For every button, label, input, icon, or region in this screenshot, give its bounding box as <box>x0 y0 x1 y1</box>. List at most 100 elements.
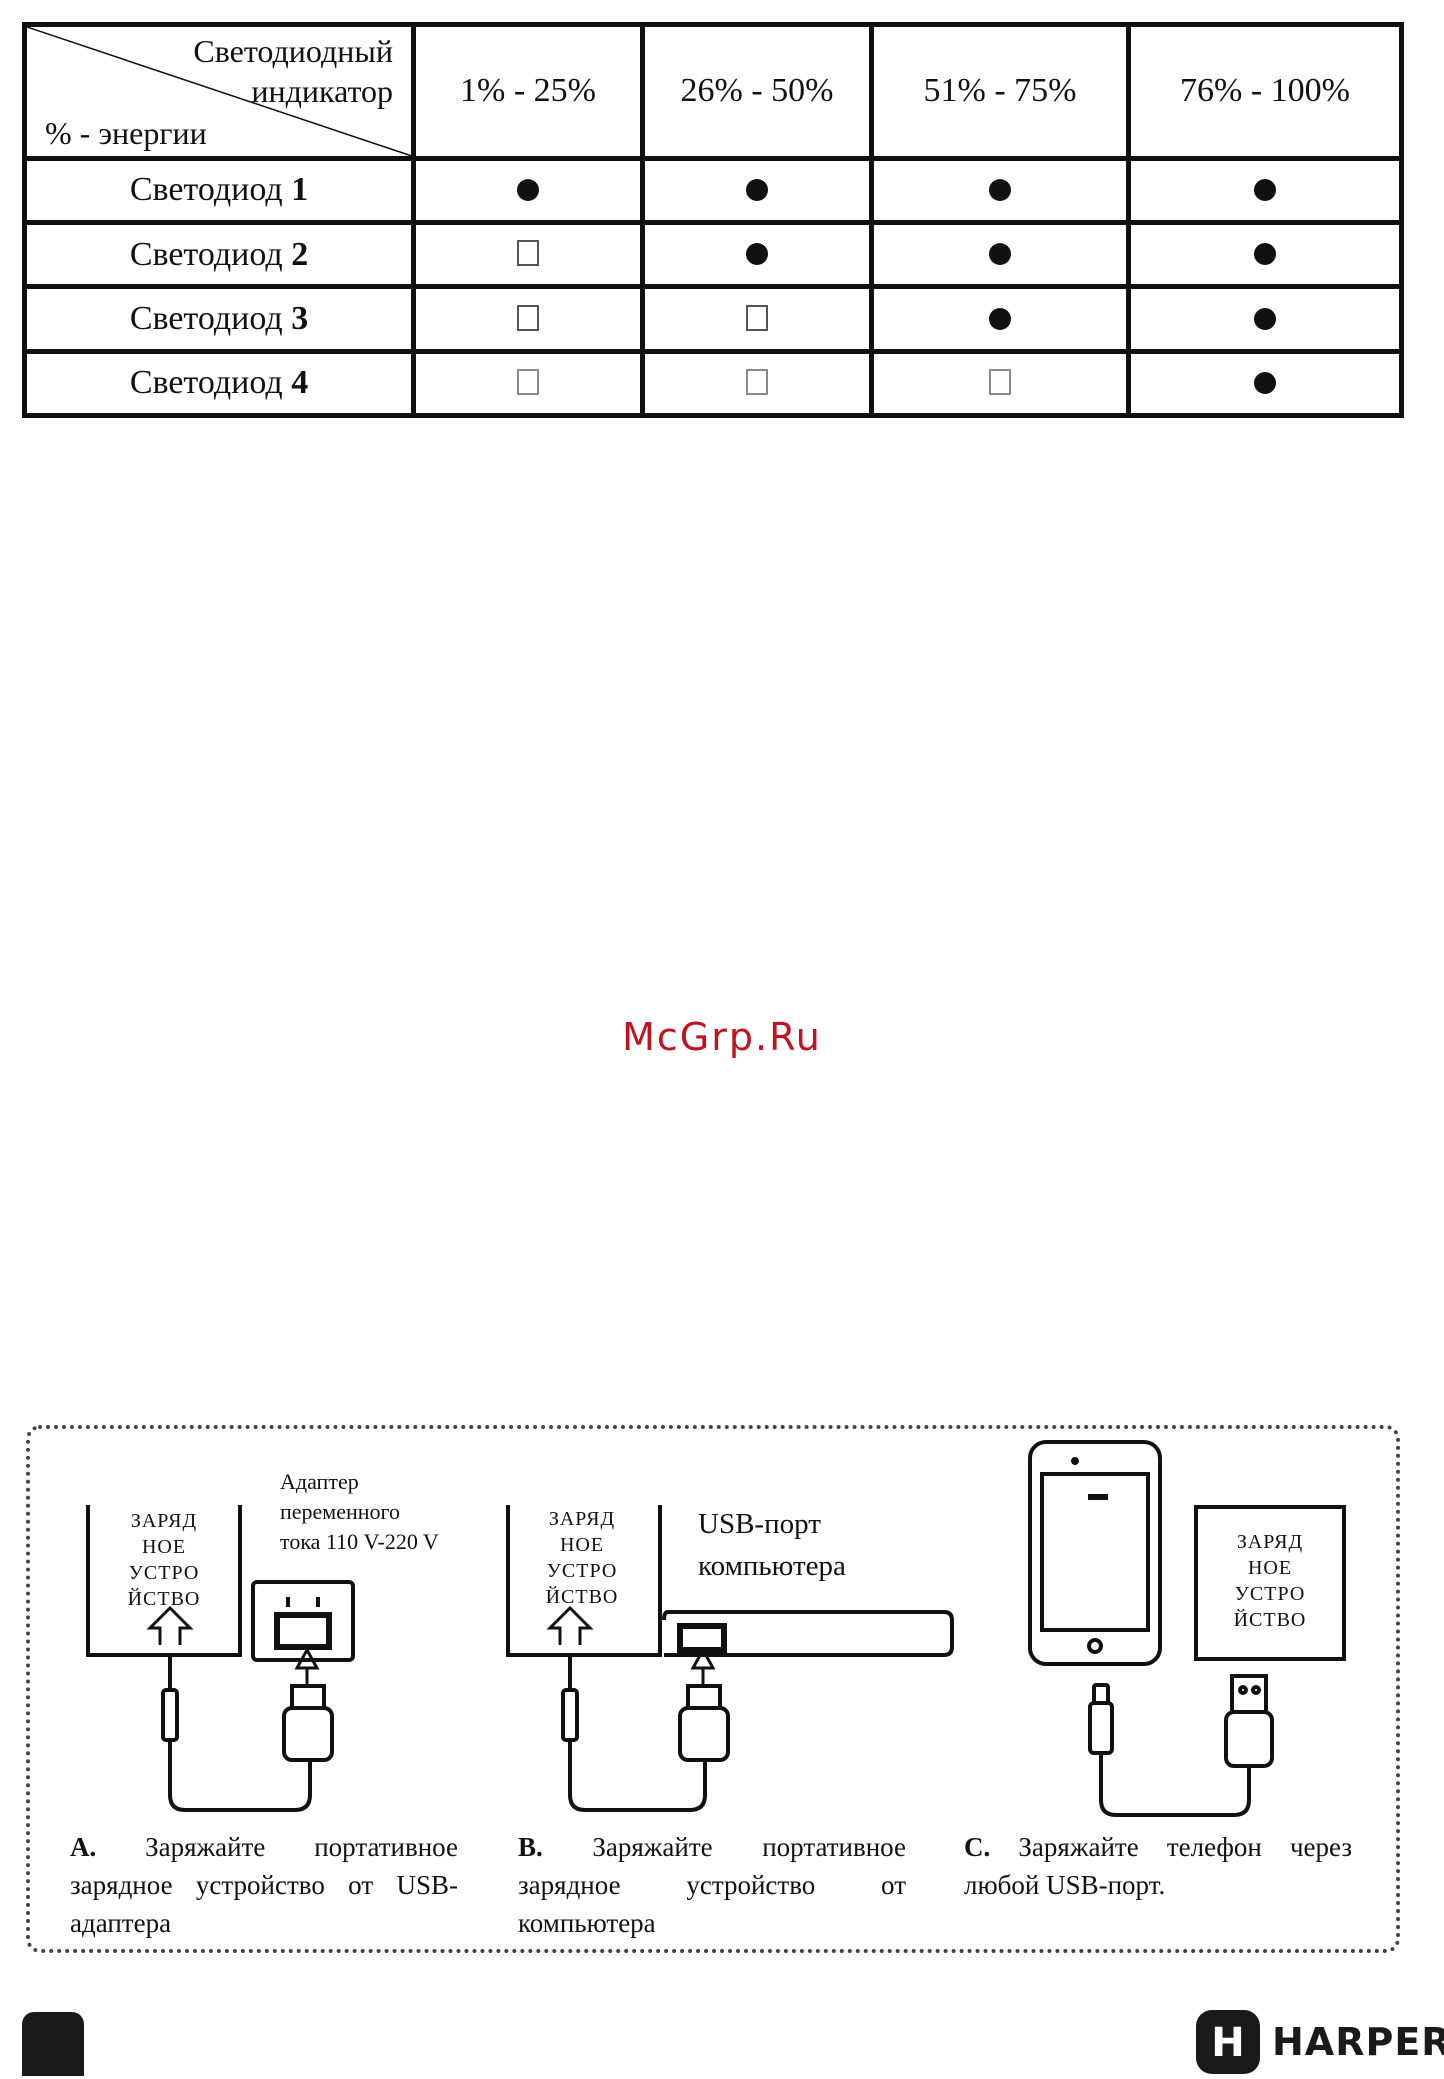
device-label-line: ЗАРЯД <box>548 1508 616 1530</box>
led-number: 2 <box>291 235 309 273</box>
led-state-cell <box>869 155 1131 226</box>
led-off-square <box>517 240 539 267</box>
device-label-line: ЙСТВО <box>127 1588 201 1610</box>
led-name-cell: Светодиод 3 <box>22 284 416 354</box>
usb-port-label-line: USB-порт <box>698 1508 821 1540</box>
device-label-a: ЗАРЯД НОЕ УСТРО ЙСТВО <box>94 1508 234 1612</box>
led-state-cell <box>1126 155 1404 226</box>
led-state-cell <box>411 220 645 290</box>
led-on-dot <box>746 243 768 266</box>
usb-port-label-line: компьютера <box>698 1550 846 1582</box>
caption-text: Заряжайте телефон через любой USB-порт. <box>964 1832 1352 1900</box>
adapter-label-line: Адаптер <box>280 1469 359 1494</box>
led-number: 3 <box>291 300 309 338</box>
device-label-line: НОЕ <box>1247 1557 1293 1579</box>
svg-text:H: H <box>1211 2020 1244 2066</box>
column-header: 1% - 25% <box>411 22 645 161</box>
led-state-cell <box>1126 220 1404 290</box>
led-off-square <box>746 304 768 331</box>
device-label-c: ЗАРЯД НОЕ УСТРО ЙСТВО <box>1200 1529 1340 1633</box>
device-label-line: НОЕ <box>559 1534 605 1556</box>
led-name-cell: Светодиод 4 <box>22 348 416 419</box>
corner-top-line1: Светодиодный <box>193 33 393 69</box>
led-state-cell <box>869 348 1131 419</box>
led-state-cell <box>411 348 645 419</box>
charging-diagram-panel <box>26 1425 1400 1953</box>
column-header: 51% - 75% <box>869 22 1131 161</box>
adapter-label: Адаптер переменного тока 110 V-220 V <box>280 1467 439 1557</box>
led-state-cell <box>640 155 874 226</box>
caption-letter: A. <box>70 1832 97 1862</box>
led-on-dot <box>1254 243 1276 266</box>
device-label-line: ЗАРЯД <box>1236 1531 1304 1553</box>
corner-top-label: Светодиодный индикатор <box>193 31 393 111</box>
led-prefix: Светодиод <box>129 171 283 209</box>
adapter-label-line: переменного <box>280 1499 401 1524</box>
led-name-cell: Светодиод 1 <box>22 155 416 226</box>
adapter-label-line: тока 110 V-220 V <box>280 1529 439 1554</box>
table-row: Светодиод 4 <box>22 348 1404 419</box>
led-indicator-table: Светодиодный индикатор % - энергии 1% - … <box>22 22 1404 419</box>
led-number: 1 <box>291 171 309 209</box>
table-row: Светодиод 3 <box>22 284 1404 354</box>
table-header-row: Светодиодный индикатор % - энергии 1% - … <box>22 22 1404 161</box>
led-state-cell <box>640 348 874 419</box>
corner-top-line2: индикатор <box>251 73 393 109</box>
led-on-dot <box>989 178 1011 201</box>
device-label-line: ЙСТВО <box>545 1586 619 1608</box>
device-label-line: УСТРО <box>1234 1583 1306 1605</box>
device-label-line: УСТРО <box>546 1560 618 1582</box>
led-state-cell <box>869 284 1131 354</box>
brand-name: HARPER <box>1272 2020 1444 2064</box>
caption-text: Заряжайте портативное зарядное устройств… <box>518 1832 906 1938</box>
led-prefix: Светодиод <box>129 235 283 273</box>
table-corner-cell: Светодиодный индикатор % - энергии <box>22 22 416 161</box>
led-prefix: Светодиод <box>129 300 283 338</box>
usb-port-label: USB-порт компьютера <box>698 1503 846 1587</box>
led-state-cell <box>1126 284 1404 354</box>
led-off-square <box>746 368 768 395</box>
caption-a: A. Заряжайте портативное зарядное устрой… <box>70 1828 458 1940</box>
corner-diagonal <box>27 27 411 156</box>
led-on-dot <box>989 243 1011 266</box>
caption-text: Заряжайте портативное зарядное устройств… <box>70 1832 458 1938</box>
caption-letter: B. <box>518 1832 543 1862</box>
corner-bottom-label: % - энергии <box>45 114 207 151</box>
brand-logo: H HARPER <box>1196 2010 1444 2074</box>
led-state-cell <box>640 284 874 354</box>
brand-letter-h: H <box>1211 2020 1244 2066</box>
column-header: 26% - 50% <box>640 22 874 161</box>
device-label-b: ЗАРЯД НОЕ УСТРО ЙСТВО <box>512 1506 652 1610</box>
table-row: Светодиод 2 <box>22 220 1404 290</box>
device-label-line: УСТРО <box>128 1562 200 1584</box>
led-on-dot <box>989 307 1011 330</box>
caption-c: C. Заряжайте телефон через любой USB-пор… <box>964 1828 1352 1940</box>
device-label-line: ЗАРЯД <box>130 1510 198 1532</box>
led-name-cell: Светодиод 2 <box>22 220 416 290</box>
led-number: 4 <box>291 364 309 402</box>
led-state-cell <box>411 284 645 354</box>
table-row: Светодиод 1 <box>22 155 1404 226</box>
led-on-dot <box>1254 371 1276 394</box>
led-state-cell <box>869 220 1131 290</box>
caption-letter: C. <box>964 1832 991 1862</box>
led-state-cell <box>640 220 874 290</box>
led-prefix: Светодиод <box>129 364 283 402</box>
led-off-square <box>517 368 539 395</box>
device-label-line: ЙСТВО <box>1233 1609 1307 1631</box>
led-on-dot <box>1254 178 1276 201</box>
device-label-line: НОЕ <box>141 1536 187 1558</box>
led-on-dot <box>517 178 539 201</box>
led-off-square <box>989 368 1011 395</box>
brand-icon: H <box>1196 2010 1260 2074</box>
column-header: 76% - 100% <box>1126 22 1404 161</box>
watermark: McGrp.Ru <box>622 1015 822 1059</box>
caption-b: B. Заряжайте портативное зарядное устрой… <box>518 1828 906 1940</box>
led-off-square <box>517 304 539 331</box>
led-state-cell <box>411 155 645 226</box>
led-on-dot <box>1254 307 1276 330</box>
led-on-dot <box>746 178 768 201</box>
led-state-cell <box>1126 348 1404 419</box>
page-number-box <box>22 2012 84 2076</box>
